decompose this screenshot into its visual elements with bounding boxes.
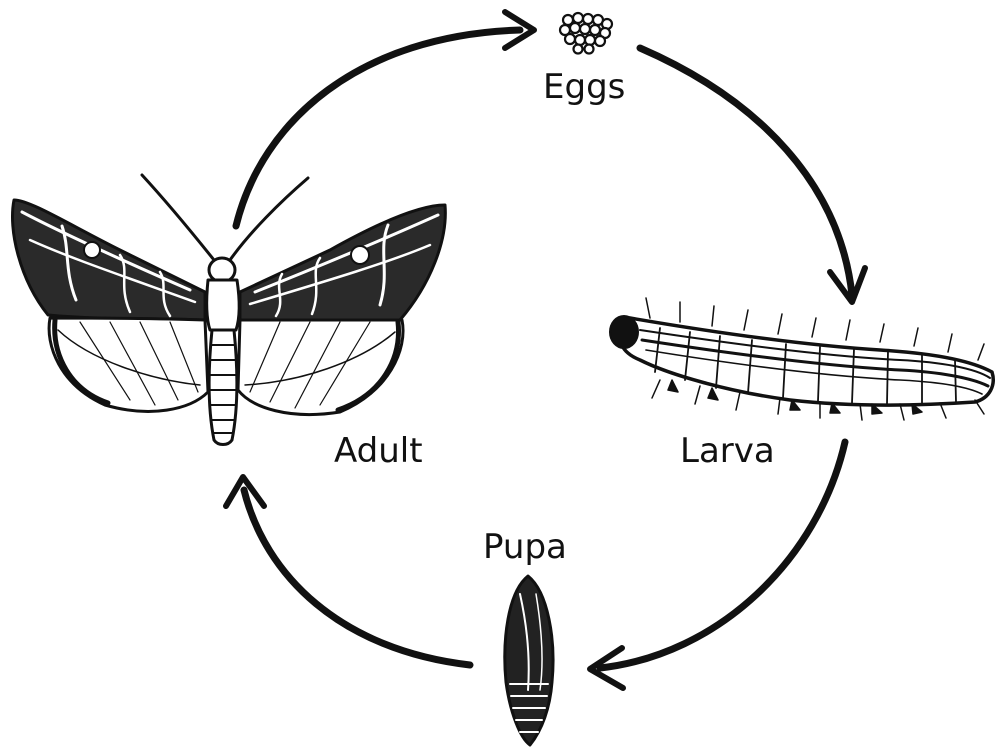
- larva-icon: [610, 298, 993, 420]
- adult-label: Adult: [334, 434, 423, 468]
- arrow-eggs-to-larva: [640, 48, 852, 295]
- eggs-label: Eggs: [543, 70, 625, 104]
- arrow-larva-to-pupa: [600, 442, 845, 668]
- adult-moth-icon: [12, 175, 445, 445]
- eggs-icon: [560, 13, 612, 54]
- pupa-label: Pupa: [483, 530, 567, 564]
- arrow-pupa-to-adult: [244, 490, 470, 665]
- larva-label: Larva: [680, 434, 775, 468]
- arrow-adult-to-eggs: [236, 30, 520, 226]
- pupa-icon: [505, 576, 553, 745]
